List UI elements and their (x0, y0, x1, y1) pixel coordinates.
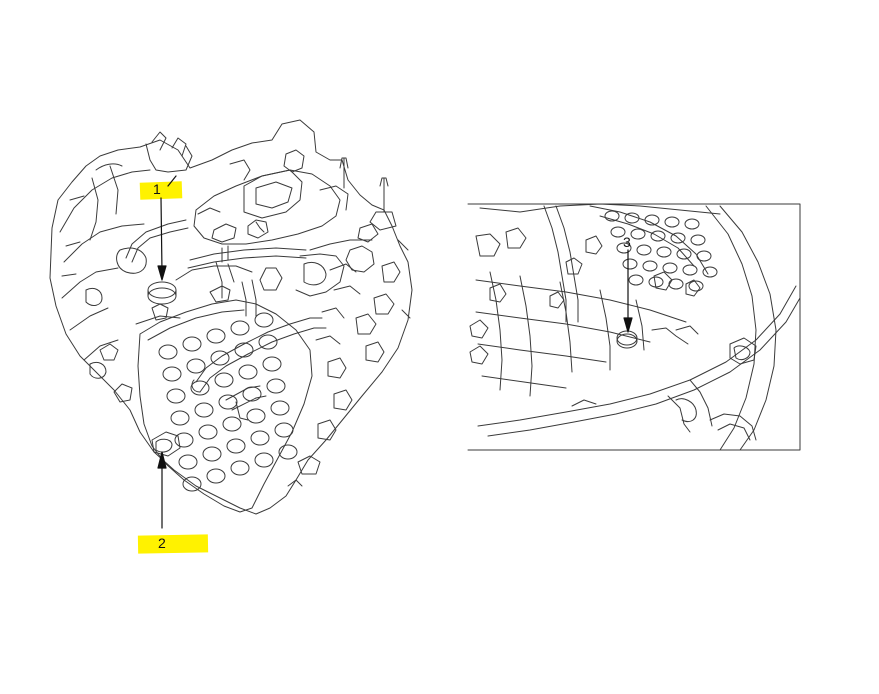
oil-pan-hole (198, 424, 218, 440)
oil-pan-hole (254, 452, 274, 468)
oil-pan-hole (266, 378, 286, 394)
detail-hole (664, 216, 680, 228)
oil-pan-hole (230, 460, 250, 476)
oil-pan-hole (182, 336, 202, 352)
oil-pan-hole (234, 342, 254, 358)
oil-pan-hole (230, 320, 250, 336)
detail-hole (696, 250, 712, 262)
oil-pan-hole (186, 358, 206, 374)
oil-pan-hole (202, 446, 222, 462)
detail-hole (688, 280, 704, 292)
detail-hole (628, 274, 644, 286)
oil-pan-hole (254, 312, 274, 328)
oil-pan-hole (278, 444, 298, 460)
callout-3-arrow (623, 249, 633, 333)
oil-pan-hole (206, 328, 226, 344)
oil-pan-hole (262, 356, 282, 372)
oil-pan-hole (162, 366, 182, 382)
detail-hole (670, 232, 686, 244)
oil-pan-hole (246, 408, 266, 424)
oil-pan-hole (206, 468, 226, 484)
oil-pan-hole (222, 416, 242, 432)
detail-hole (702, 266, 718, 278)
callout-2-label: 2 (158, 535, 166, 551)
oil-pan-hole (182, 476, 202, 492)
oil-pan-hole (274, 422, 294, 438)
detail-hole (690, 234, 706, 246)
oil-pan-hole (270, 400, 290, 416)
detail-view-drawing (467, 203, 801, 451)
callout-1-arrow (157, 175, 177, 281)
oil-pan-hole (218, 394, 238, 410)
detail-hole (642, 260, 658, 272)
detail-hole (662, 262, 678, 274)
callout-1-label: 1 (153, 181, 161, 197)
oil-pan-hole (158, 344, 178, 360)
detail-hole (684, 218, 700, 230)
detail-hole (610, 226, 626, 238)
oil-pan-hole (174, 432, 194, 448)
oil-pan-hole (250, 430, 270, 446)
detail-hole (668, 278, 684, 290)
oil-pan-hole (242, 386, 262, 402)
oil-pan-hole (238, 364, 258, 380)
callout-3-label: 3 (623, 234, 631, 250)
oil-pan-hole (166, 388, 186, 404)
detail-hole (604, 210, 620, 222)
detail-hole (630, 228, 646, 240)
oil-pan-outline (137, 299, 313, 513)
oil-pan-hole (194, 402, 214, 418)
detail-holes (604, 210, 718, 292)
oil-pan-hole (214, 372, 234, 388)
oil-pan-hole (210, 350, 230, 366)
detail-hole (650, 230, 666, 242)
detail-hole (644, 214, 660, 226)
oil-pan-hole (170, 410, 190, 426)
detail-hole (616, 242, 632, 254)
callout-2-arrow (157, 451, 167, 529)
transaxle-assembly-drawing (49, 119, 413, 515)
oil-pan-hole (258, 334, 278, 350)
oil-pan-hole (226, 438, 246, 454)
detail-hole (656, 246, 672, 258)
detail-hole (676, 248, 692, 260)
detail-hole (624, 212, 640, 224)
detail-hole (636, 244, 652, 256)
detail-hole (622, 258, 638, 270)
oil-pan-hole (190, 380, 210, 396)
detail-hole (682, 264, 698, 276)
oil-pan-holes (158, 312, 298, 492)
oil-pan-hole (178, 454, 198, 470)
